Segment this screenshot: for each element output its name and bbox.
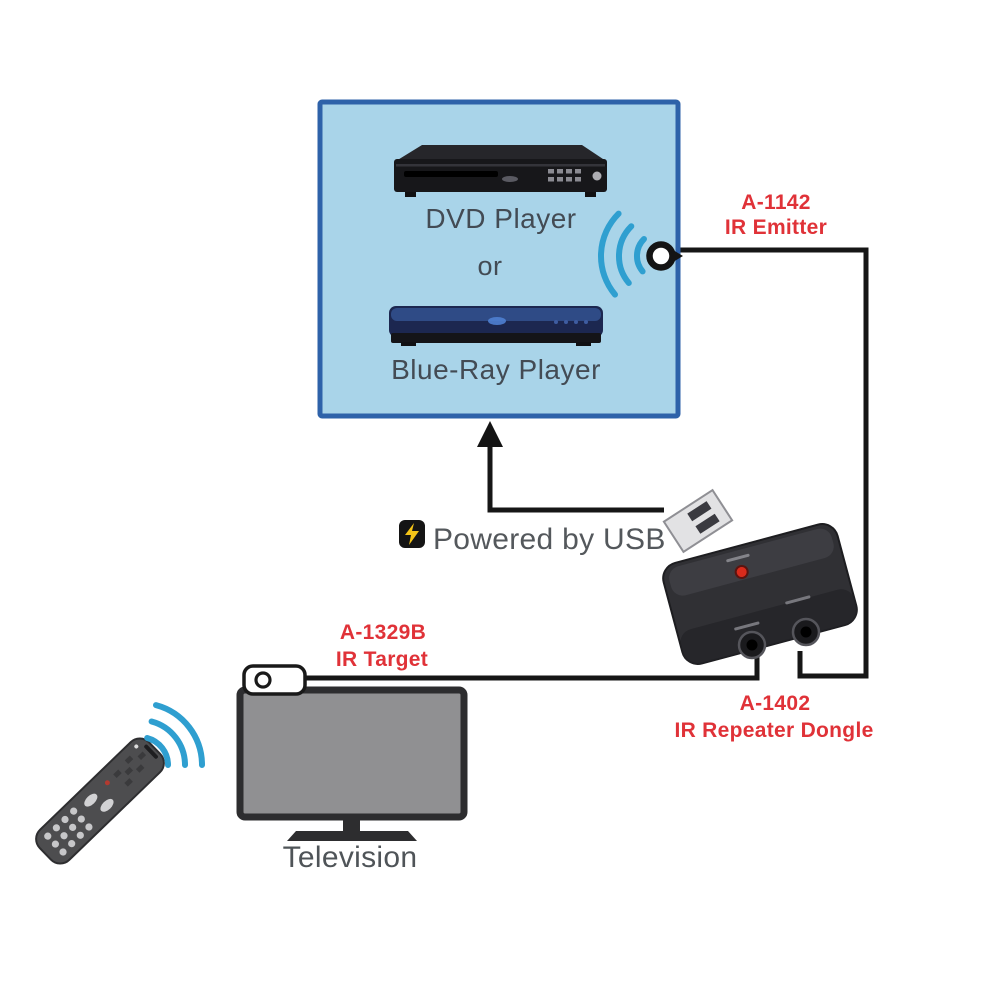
emitter-model-label: A-1142 — [741, 191, 811, 214]
ir-target-image — [242, 664, 307, 696]
remote-control-image — [35, 737, 165, 865]
emitter-cable — [671, 247, 869, 679]
usb-dongle-image — [662, 488, 858, 665]
ir-emitter-waves-icon — [598, 210, 647, 298]
target-model-label: A-1329B — [339, 621, 427, 644]
powered-by-usb-caption: Powered by USB — [433, 523, 666, 556]
remote-waves-icon — [144, 702, 205, 768]
up-arrowhead-icon — [477, 421, 503, 447]
emitter-name-label: IR Emitter — [724, 216, 828, 239]
bluray-player-image — [389, 306, 603, 346]
dvd-player-label: DVD Player — [425, 203, 577, 234]
dongle-model-label: A-1402 — [739, 692, 811, 715]
dvd-player-image — [394, 145, 607, 197]
tv-image — [236, 686, 468, 841]
bluray-player-label: Blue-Ray Player — [391, 354, 601, 385]
target-name-label: IR Target — [335, 648, 429, 671]
television-caption: Television — [282, 841, 418, 874]
target-cable — [303, 651, 760, 681]
dongle-name-label: IR Repeater Dongle — [674, 719, 874, 742]
or-label: or — [477, 251, 503, 281]
usb-power-line — [487, 443, 664, 513]
ir-emitter-bud — [646, 241, 676, 271]
lightning-icon — [399, 520, 425, 548]
